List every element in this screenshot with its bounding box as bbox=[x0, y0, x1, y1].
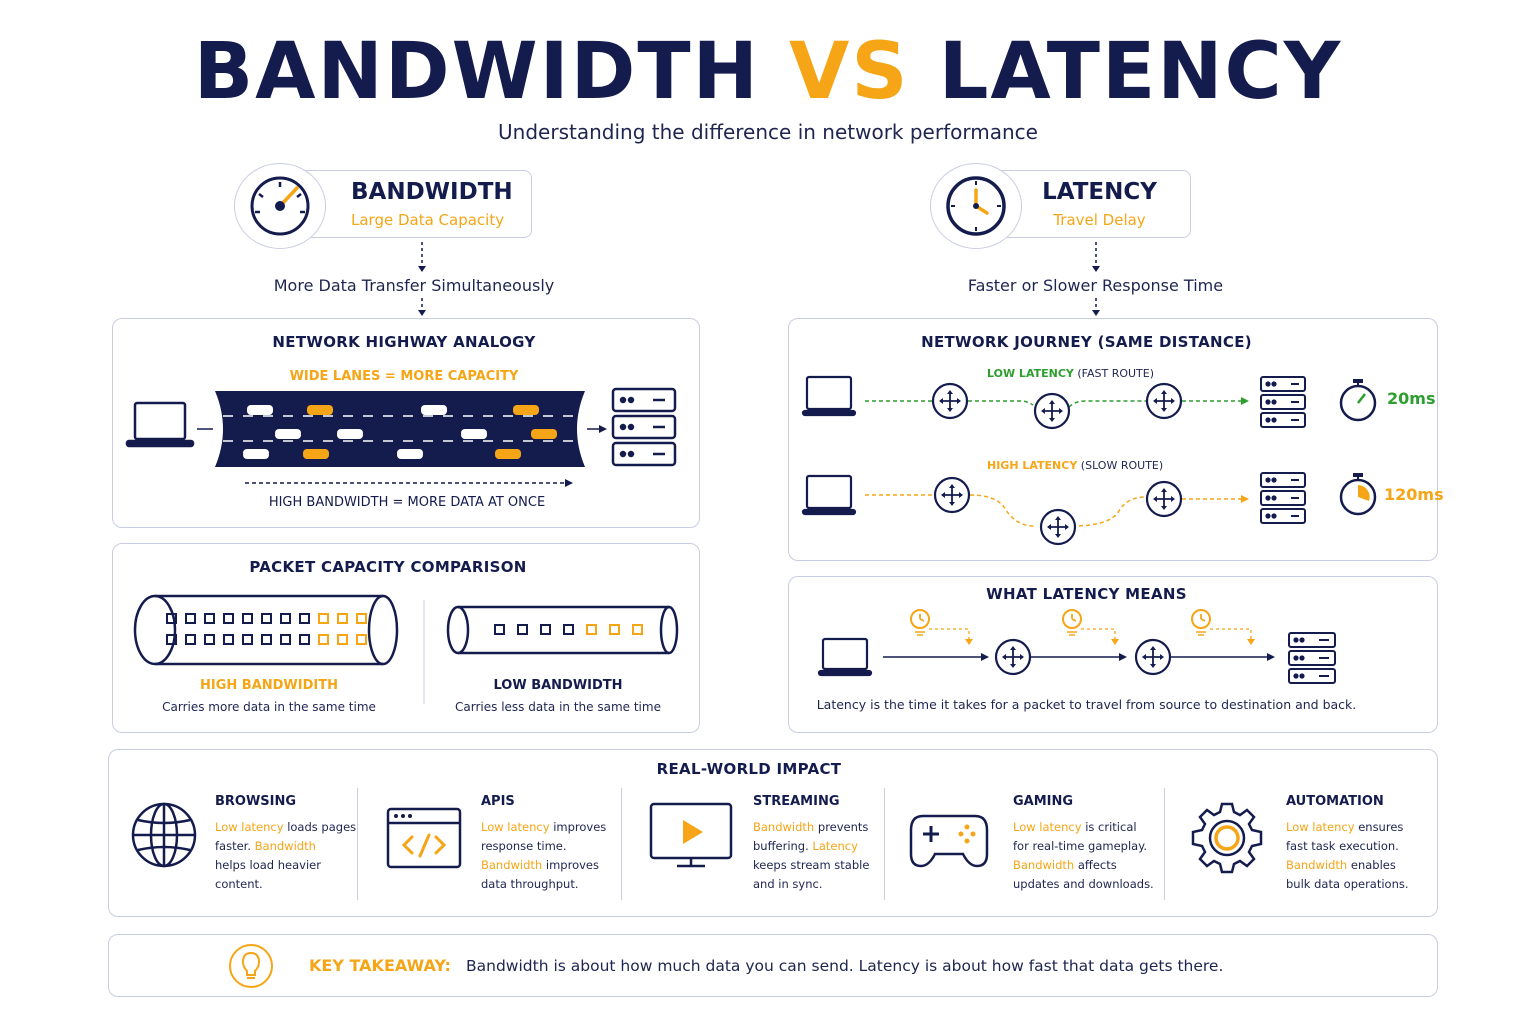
slow-latency-value: 120ms bbox=[1384, 485, 1444, 504]
page-title: BANDWIDTH VS LATENCY bbox=[0, 27, 1536, 118]
bandwidth-card: BANDWIDTH Large Data Capacity bbox=[300, 170, 532, 238]
speedometer-icon bbox=[234, 163, 326, 249]
impact-panel: REAL-WORLD IMPACT BROWSING Low latency l… bbox=[108, 749, 1438, 917]
impact-gaming-text: Low latency is critical for real-time ga… bbox=[1013, 820, 1154, 891]
impact-browsing-text: Low latency loads pages faster. Bandwidt… bbox=[215, 820, 357, 891]
gear-icon bbox=[1191, 802, 1263, 874]
packet-title: PACKET CAPACITY COMPARISON bbox=[249, 558, 527, 576]
takeaway-label: KEY TAKEAWAY: bbox=[309, 956, 451, 975]
stopwatch-slow-icon bbox=[1339, 473, 1377, 516]
impact-automation-title: AUTOMATION bbox=[1286, 794, 1384, 809]
impact-title: REAL-WORLD IMPACT bbox=[656, 760, 842, 778]
highway-diagram bbox=[125, 387, 677, 487]
page-subtitle: Understanding the difference in network … bbox=[498, 120, 1038, 144]
bandwidth-card-subtitle: Large Data Capacity bbox=[351, 211, 505, 229]
title-vs: VS bbox=[789, 27, 910, 117]
low-bandwidth-label: LOW BANDWIDTH bbox=[493, 678, 623, 693]
stopwatch-fast-icon bbox=[1339, 379, 1377, 422]
packet-panel: PACKET CAPACITY COMPARISON bbox=[112, 543, 700, 733]
highway-label: WIDE LANES = MORE CAPACITY bbox=[289, 369, 519, 384]
title-bandwidth: BANDWIDTH bbox=[193, 27, 760, 117]
gamepad-icon bbox=[909, 814, 989, 868]
journey-title: NETWORK JOURNEY (SAME DISTANCE) bbox=[921, 333, 1252, 351]
clock-icon bbox=[930, 163, 1022, 249]
code-window-icon bbox=[386, 807, 462, 869]
means-panel: WHAT LATENCY MEANS bbox=[788, 576, 1438, 733]
highway-footer: HIGH BANDWIDTH = MORE DATA AT ONCE bbox=[268, 495, 546, 510]
bandwidth-caption: More Data Transfer Simultaneously bbox=[273, 276, 555, 295]
bandwidth-arrows bbox=[418, 242, 426, 316]
takeaway-text: Bandwidth is about how much data you can… bbox=[466, 957, 1224, 975]
server-icon bbox=[611, 387, 677, 467]
impact-streaming-text: Bandwidth prevents buffering. Latency ke… bbox=[753, 820, 870, 891]
highway-title: NETWORK HIGHWAY ANALOGY bbox=[272, 333, 536, 351]
means-diagram bbox=[817, 609, 1336, 684]
means-desc: Latency is the time it takes for a packe… bbox=[816, 697, 1357, 712]
lightbulb-icon bbox=[229, 944, 273, 988]
means-title: WHAT LATENCY MEANS bbox=[986, 585, 1187, 603]
high-bandwidth-desc: Carries more data in the same time bbox=[162, 700, 376, 714]
impact-gaming-title: GAMING bbox=[1013, 794, 1074, 809]
impact-browsing-title: BROWSING bbox=[215, 794, 297, 809]
takeaway-panel: KEY TAKEAWAY: Bandwidth is about how muc… bbox=[108, 934, 1438, 997]
bandwidth-card-title: BANDWIDTH bbox=[351, 179, 513, 205]
impact-streaming-title: STREAMING bbox=[753, 794, 840, 809]
latency-card: LATENCY Travel Delay bbox=[996, 170, 1191, 238]
impact-automation-text: Low latency ensures fast task execution.… bbox=[1286, 820, 1409, 891]
latency-arrows bbox=[1092, 242, 1100, 316]
laptop-icon bbox=[125, 401, 195, 448]
low-bandwidth-desc: Carries less data in the same time bbox=[455, 700, 661, 714]
fast-route-label: LOW LATENCY (FAST ROUTE) bbox=[987, 367, 1155, 380]
packet-diagram bbox=[133, 594, 679, 704]
laptop-icon bbox=[817, 637, 873, 677]
slow-route-label: HIGH LATENCY (SLOW ROUTE) bbox=[987, 459, 1164, 472]
monitor-play-icon bbox=[649, 802, 733, 868]
title-latency: LATENCY bbox=[938, 27, 1343, 117]
fast-latency-value: 20ms bbox=[1387, 389, 1436, 408]
impact-apis-text: Low latency improves response time. Band… bbox=[481, 820, 607, 891]
latency-card-subtitle: Travel Delay bbox=[1053, 211, 1146, 229]
impact-apis-title: APIS bbox=[481, 794, 515, 809]
latency-card-title: LATENCY bbox=[1042, 179, 1157, 205]
journey-diagram bbox=[801, 375, 1377, 546]
journey-panel: NETWORK JOURNEY (SAME DISTANCE) LOW LATE… bbox=[788, 318, 1444, 561]
high-bandwidth-label: HIGH BANDWIDITH bbox=[200, 678, 338, 693]
globe-icon bbox=[131, 802, 197, 868]
latency-caption: Faster or Slower Response Time bbox=[967, 276, 1224, 295]
highway-panel: NETWORK HIGHWAY ANALOGY WIDE LANES = MOR… bbox=[112, 318, 700, 528]
